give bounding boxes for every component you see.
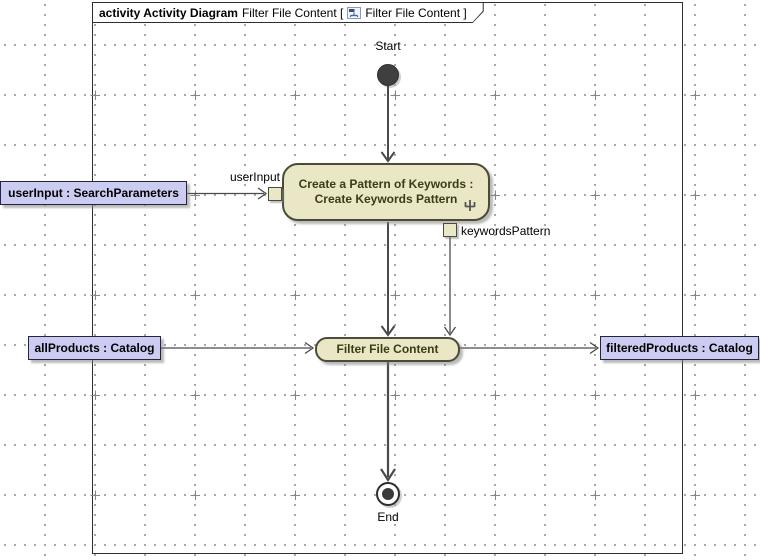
action-create-keywords-pattern[interactable]: Create a Pattern of Keywords : Create Ke…: [282, 163, 490, 221]
frame-title-keyword: activity Activity Diagram: [99, 5, 238, 20]
start-label: Start: [375, 39, 401, 53]
parameter-node-allproducts[interactable]: allProducts : Catalog: [28, 336, 161, 360]
output-pin-keywordspattern[interactable]: [443, 223, 457, 237]
edge-start-to-create[interactable]: [380, 86, 396, 163]
input-pin-label: userInput: [229, 170, 280, 184]
input-pin-userinput[interactable]: [268, 187, 282, 201]
rake-icon: [464, 200, 476, 211]
action-filter-file-content[interactable]: Filter File Content: [315, 337, 460, 362]
edge-userinput-to-pin[interactable]: [186, 187, 268, 200]
parameter-userinput-label: userInput : SearchParameters: [8, 186, 179, 200]
output-pin-label: keywordsPattern: [461, 224, 551, 238]
action-create-label-line2: Create Keywords Pattern: [314, 192, 458, 206]
parameter-node-filteredproducts[interactable]: filteredProducts : Catalog: [600, 336, 759, 360]
frame-title-tab: activity Activity Diagram Filter File Co…: [92, 2, 484, 23]
parameter-node-userinput[interactable]: userInput : SearchParameters: [0, 181, 187, 205]
activity-diagram-icon: [347, 6, 361, 20]
parameter-allproducts-label: allProducts : Catalog: [34, 341, 155, 355]
action-create-label-line1: Create a Pattern of Keywords :: [298, 177, 474, 191]
edge-create-to-filter[interactable]: [380, 222, 396, 337]
edge-filter-to-filteredproducts[interactable]: [457, 341, 600, 355]
action-filter-label: Filter File Content: [336, 342, 439, 356]
frame-title-ref: Filter File Content ]: [365, 5, 467, 20]
edge-filter-to-end[interactable]: [380, 361, 396, 483]
start-node[interactable]: [377, 64, 399, 86]
frame-title-name: Filter File Content [: [241, 5, 344, 20]
end-node-dot: [382, 488, 394, 500]
edge-keywordspattern-to-filter[interactable]: [443, 237, 457, 337]
parameter-filteredproducts-label: filteredProducts : Catalog: [606, 341, 753, 355]
edge-allproducts-to-filter[interactable]: [160, 341, 315, 355]
end-label: End: [377, 510, 399, 524]
